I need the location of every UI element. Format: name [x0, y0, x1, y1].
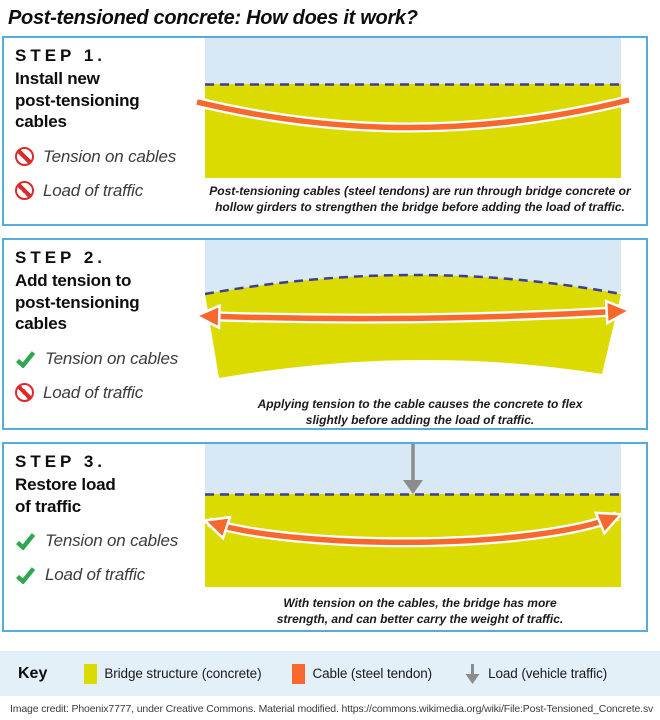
step-3-heading: Restore load of traffic — [15, 475, 116, 516]
no-icon — [15, 383, 34, 403]
step-2-caption: Applying tension to the cable causes the… — [257, 397, 583, 428]
step-2-heading: Add tension to post-tensioning cables — [15, 271, 140, 334]
key-item-label: Bridge structure (concrete) — [104, 666, 262, 681]
key-item-concrete: Bridge structure (concrete) — [84, 663, 262, 684]
check-icon — [16, 350, 36, 368]
image-credit: Image credit: Phoenix7777, under Creativ… — [10, 703, 654, 715]
step-2-label: STEP 2. — [15, 248, 106, 267]
tendon-cable-loaded — [209, 516, 617, 546]
key-item-cable: Cable (steel tendon) — [292, 663, 433, 684]
step-3-caption: With tension on the cables, the bridge h… — [276, 596, 564, 627]
load-arrow-icon — [465, 663, 480, 684]
step-2-tension-row: Tension on cables — [15, 349, 205, 369]
tendon-cable-tensioned — [201, 311, 625, 319]
sky-region — [205, 38, 621, 84]
camber-dashed-line — [204, 273, 622, 296]
step-1-load-row: Load of traffic — [15, 181, 205, 201]
cable-swatch — [292, 663, 306, 684]
step-3-bridge-diagram — [205, 444, 621, 587]
key-item-load: Load (vehicle traffic) — [462, 663, 607, 685]
step-1-label: STEP 1. — [15, 46, 106, 65]
load-status-label: Load of traffic — [43, 180, 144, 200]
step-3-panel: STEP 3. Restore load of traffic Tension … — [2, 442, 648, 632]
step-1-panel: STEP 1. Install new post-tensioning cabl… — [2, 36, 648, 226]
step-2-text-column: STEP 2. Add tension to post-tensioning c… — [4, 240, 205, 428]
no-icon — [15, 147, 34, 167]
tendon-cable — [196, 97, 630, 131]
step-3-diagram-area: With tension on the cables, the bridge h… — [205, 444, 646, 630]
concrete-swatch — [84, 663, 98, 684]
step-1-tension-row: Tension on cables — [15, 147, 205, 167]
tension-status-label: Tension on cables — [43, 146, 177, 166]
page-title: Post-tensioned concrete: How does it wor… — [8, 7, 418, 29]
step-1-caption: Post-tensioning cables (steel tendons) a… — [209, 184, 631, 215]
step-2-bridge-diagram — [204, 240, 622, 378]
load-status-label: Load of traffic — [43, 382, 144, 402]
step-3-text-column: STEP 3. Restore load of traffic Tension … — [4, 444, 205, 630]
load-arrow-head — [403, 480, 423, 494]
no-icon — [15, 181, 34, 201]
check-icon — [16, 533, 36, 551]
key-legend-bar: Key Bridge structure (concrete) Cable (s… — [0, 651, 660, 696]
step-1-heading: Install new post-tensioning cables — [15, 69, 140, 132]
key-item-label: Cable (steel tendon) — [312, 666, 433, 681]
tension-status-label: Tension on cables — [45, 348, 179, 368]
step-1-text-column: STEP 1. Install new post-tensioning cabl… — [4, 38, 205, 224]
key-title: Key — [18, 664, 48, 682]
step-3-label: STEP 3. — [15, 452, 106, 471]
step-2-load-row: Load of traffic — [15, 383, 205, 403]
check-icon — [16, 567, 36, 585]
step-3-load-row: Load of traffic — [15, 565, 205, 585]
step-3-tension-row: Tension on cables — [15, 531, 205, 551]
step-2-diagram-area: Applying tension to the cable causes the… — [205, 240, 646, 428]
tension-status-label: Tension on cables — [45, 531, 179, 551]
key-item-label: Load (vehicle traffic) — [488, 666, 608, 681]
step-1-diagram-area: Post-tensioning cables (steel tendons) a… — [195, 38, 646, 224]
concrete-slab-flexed — [205, 275, 621, 378]
step-2-panel: STEP 2. Add tension to post-tensioning c… — [2, 238, 648, 430]
step-1-bridge-diagram — [195, 38, 631, 178]
load-status-label: Load of traffic — [45, 565, 146, 585]
